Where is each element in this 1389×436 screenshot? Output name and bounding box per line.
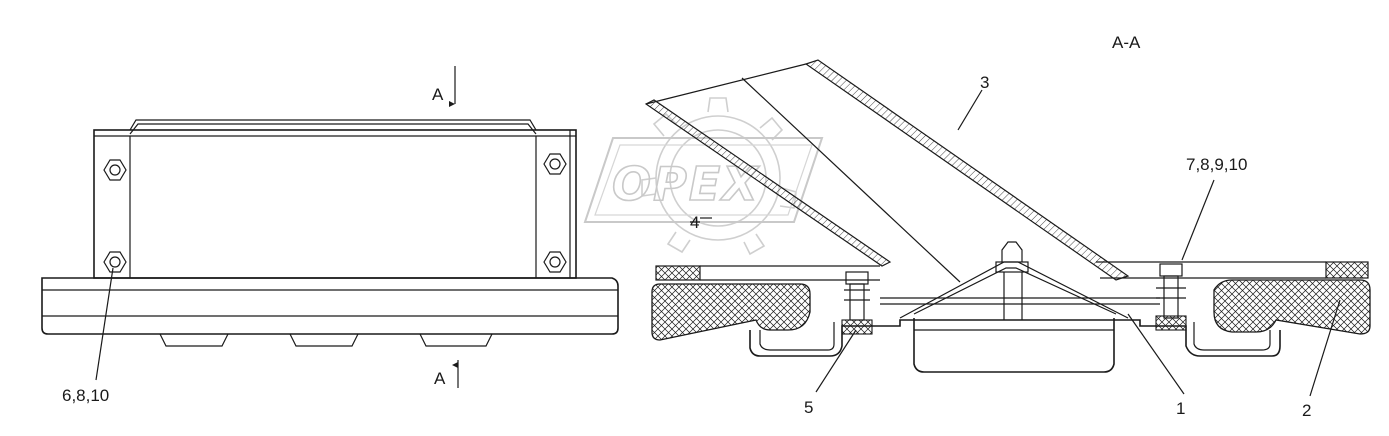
side-view: A A 6,8,10 (41, 66, 619, 405)
callout-left-fasteners: 6,8,10 (62, 386, 109, 405)
section-marker-top: A (432, 85, 444, 104)
section-view: A-A (644, 33, 1371, 420)
callout-item-2: 2 (1302, 401, 1311, 420)
callout-item-4: 4 (690, 213, 699, 232)
section-marker-bottom: A (434, 369, 446, 388)
callout-item-1: 1 (1176, 399, 1185, 418)
bolt-head (543, 251, 567, 273)
bolt-head (103, 251, 127, 273)
bolt-assembly (1155, 263, 1187, 331)
callout-item-3: 3 (980, 73, 989, 92)
bolt-head (103, 159, 127, 181)
bolt-head (543, 153, 567, 175)
section-title: A-A (1112, 33, 1141, 52)
callout-right-fasteners: 7,8,9,10 (1186, 155, 1247, 174)
watermark-text: OPEX (612, 157, 760, 211)
watermark: OPEX (583, 97, 824, 256)
bolt-assembly (841, 271, 873, 335)
callout-item-5: 5 (804, 398, 813, 417)
